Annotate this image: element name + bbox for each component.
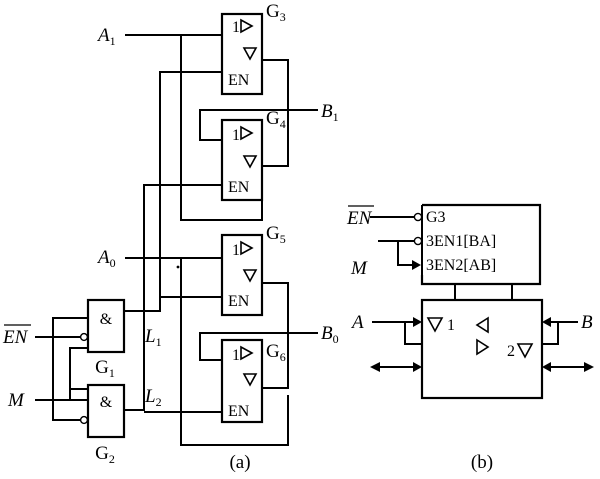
label-b1: B1 — [321, 101, 339, 124]
label-a0: A0 — [96, 247, 116, 270]
arrow-icon — [542, 317, 551, 327]
diagram-b: G3 3EN1[BA] 3EN2[AB] EN M 1 2 — [346, 203, 594, 473]
caption-b: (b) — [471, 452, 493, 473]
and-gate-g2: & G2 — [79, 383, 126, 466]
and-gate-g1: & G1 — [79, 298, 126, 380]
buffer-triangle-icon — [240, 125, 254, 141]
gate-label-g6: G6 — [266, 341, 286, 364]
port-a: A — [350, 312, 422, 372]
transceiver-block: 1 2 — [420, 298, 544, 400]
tristate-down-triangle-icon — [426, 317, 444, 333]
port-1: 1 — [447, 317, 455, 334]
port-b: B — [542, 312, 594, 372]
buffer-g3: 1 EN G3 — [220, 1, 286, 96]
control-block: G3 3EN1[BA] 3EN2[AB] — [413, 203, 542, 286]
label-b0: B0 — [321, 323, 339, 346]
label-l1: L1 — [144, 326, 162, 349]
arrow-icon — [412, 260, 421, 270]
buffer-one: 1 — [232, 127, 240, 144]
label-m-b: M — [350, 258, 368, 279]
left-triangle-icon — [475, 316, 489, 334]
wires-a — [35, 34, 318, 446]
tristate-down-triangle-icon — [516, 343, 534, 359]
arrow-right-icon — [413, 362, 422, 372]
enable-label: EN — [228, 179, 250, 196]
tristate-triangle-icon — [242, 269, 258, 283]
control-line-en2: 3EN2[AB] — [426, 257, 496, 274]
control-inputs: EN M — [346, 205, 421, 279]
label-m: M — [7, 390, 25, 411]
gate-label-g3: G3 — [266, 1, 286, 24]
gate-label-g2: G2 — [95, 443, 115, 466]
enable-label: EN — [228, 403, 250, 420]
arrow-left-icon — [542, 362, 551, 372]
label-en-bar: EN — [2, 324, 31, 348]
buffer-g6: 1 EN G6 — [220, 338, 286, 424]
arrow-right-icon — [584, 362, 594, 372]
enable-label: EN — [228, 72, 250, 89]
caption-a: (a) — [229, 452, 250, 473]
arrow-icon — [413, 317, 422, 327]
and-symbol: & — [100, 311, 113, 328]
buffer-g4: 1 EN G4 — [220, 108, 286, 202]
buffer-triangle-icon — [240, 345, 254, 361]
control-line-g3: G3 — [426, 209, 446, 226]
gate-label-g5: G5 — [266, 223, 286, 246]
label-a1: A1 — [96, 25, 116, 48]
buffer-one: 1 — [232, 19, 240, 36]
label-l2: L2 — [144, 386, 162, 409]
gate-label-g1: G1 — [95, 357, 115, 380]
diagram-a: & G1 & G2 1 EN G3 1 EN G4 — [2, 1, 339, 473]
tristate-triangle-icon — [242, 155, 258, 169]
buffer-g5: 1 EN G5 — [220, 223, 286, 317]
label-b: B — [581, 312, 593, 333]
buffer-triangle-icon — [240, 240, 254, 256]
gate-label-g4: G4 — [266, 108, 286, 131]
port-2: 2 — [507, 343, 515, 360]
right-triangle-icon — [476, 338, 490, 356]
label-a: A — [350, 312, 364, 333]
label-en-bar-b: EN — [346, 208, 373, 229]
buffer-one: 1 — [232, 347, 240, 364]
tristate-triangle-icon — [242, 373, 258, 387]
buffer-triangle-icon — [240, 18, 254, 34]
svg-text:EN: EN — [2, 327, 29, 348]
control-line-en1: 3EN1[BA] — [426, 233, 496, 250]
and-symbol: & — [100, 394, 113, 411]
enable-label: EN — [228, 293, 250, 310]
arrow-left-icon — [370, 362, 380, 372]
tristate-triangle-icon — [242, 47, 258, 61]
buffer-one: 1 — [232, 242, 240, 259]
